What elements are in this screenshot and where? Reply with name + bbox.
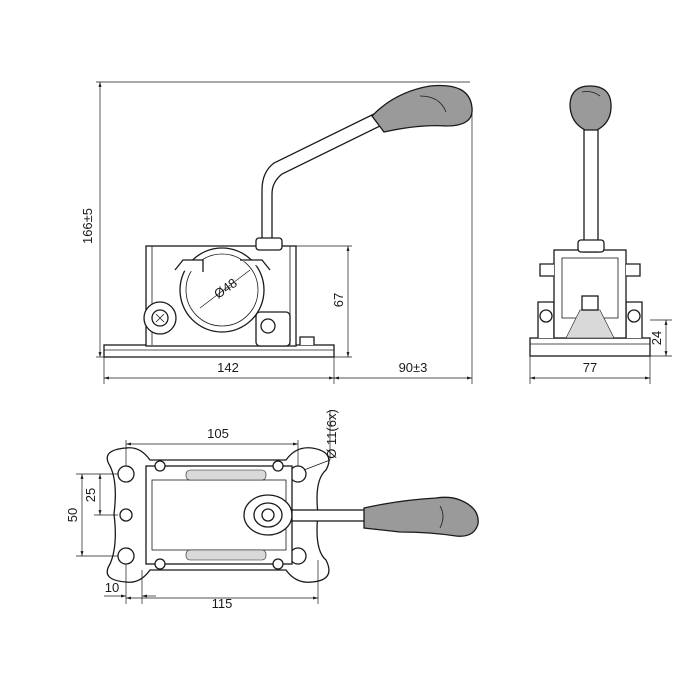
dim-bolt-spacing-x: 105 [207, 426, 229, 441]
dim-clamp-height: 67 [331, 293, 346, 307]
dim-hole-diameter: Ø 11(6x) [324, 409, 339, 459]
side-grip [569, 85, 612, 131]
front-view: 166±5 67 Ø48 142 90±3 [80, 81, 473, 384]
dim-height-total: 166±5 [80, 208, 95, 244]
dim-side-height: 24 [649, 331, 664, 345]
dim-base-width: 142 [217, 360, 239, 375]
top-grip [363, 496, 479, 537]
front-grip [371, 84, 473, 133]
dim-bolt-spacing-y: 50 [65, 508, 80, 522]
side-view: 24 77 [529, 85, 672, 384]
top-handle-shaft [291, 509, 367, 522]
side-base-plate [529, 337, 651, 357]
dim-half-spacing-y: 25 [83, 488, 98, 502]
dim-handle-reach: 90±3 [399, 360, 428, 375]
dim-edge-offset: 10 [105, 580, 119, 595]
front-base-plate [103, 344, 335, 358]
front-handle-shaft [261, 111, 385, 247]
dim-plate-length: 115 [212, 596, 233, 611]
top-view: 105 Ø 11(6x) 50 25 10 115 [65, 409, 479, 611]
dim-side-width: 77 [583, 360, 597, 375]
side-handle-shaft [583, 125, 599, 253]
